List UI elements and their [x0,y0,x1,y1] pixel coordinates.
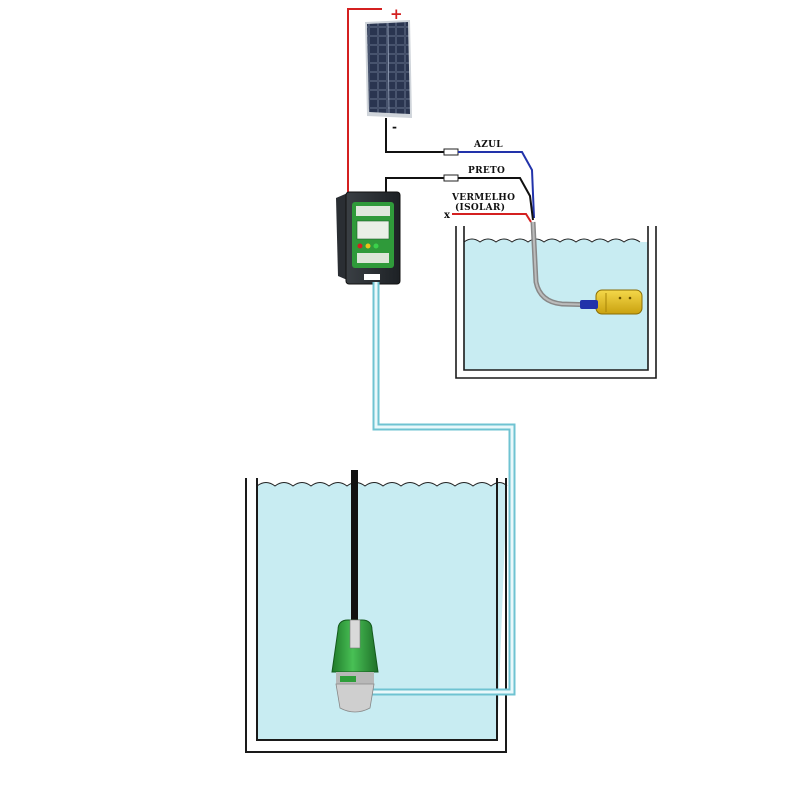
lower-tank-wall [245,478,507,753]
discharge-pipe [371,282,516,696]
controller-box-icon [336,191,401,285]
wire-negative-black [385,118,444,153]
wire-positive-red [347,8,382,198]
wire-labels: AZUL PRETO VERMELHO (ISOLAR) x [444,140,515,221]
label-isolar: (ISOLAR) [455,202,505,213]
upper-tank-waterline [463,238,641,243]
panel-negative-sign: - [392,120,397,134]
lower-tank-water [257,482,507,740]
label-vermelho: VERMELHO [451,193,515,203]
connector-mid [443,174,459,182]
float-cable-highlight [532,221,597,306]
panel-wiring [347,8,444,198]
lower-tank [245,478,508,753]
lower-tank-waterline [256,482,508,487]
wire-blue [458,151,535,219]
wire-controller-black [385,177,444,196]
float-switch-icon [580,289,643,315]
float-switch-wiring [443,148,597,308]
connector-top [443,148,459,156]
label-preto: PRETO [468,166,505,176]
submersible-pump-icon [331,619,379,713]
wire-red-isolated [452,213,532,223]
red-wire-end-mark: x [444,210,451,221]
wire-black [458,177,534,221]
panel-positive-sign: + [390,5,403,23]
pump-power-cable [351,470,358,630]
solar-panel-icon [365,20,412,118]
upper-tank-wall [455,226,657,379]
label-azul: AZUL [473,140,503,150]
